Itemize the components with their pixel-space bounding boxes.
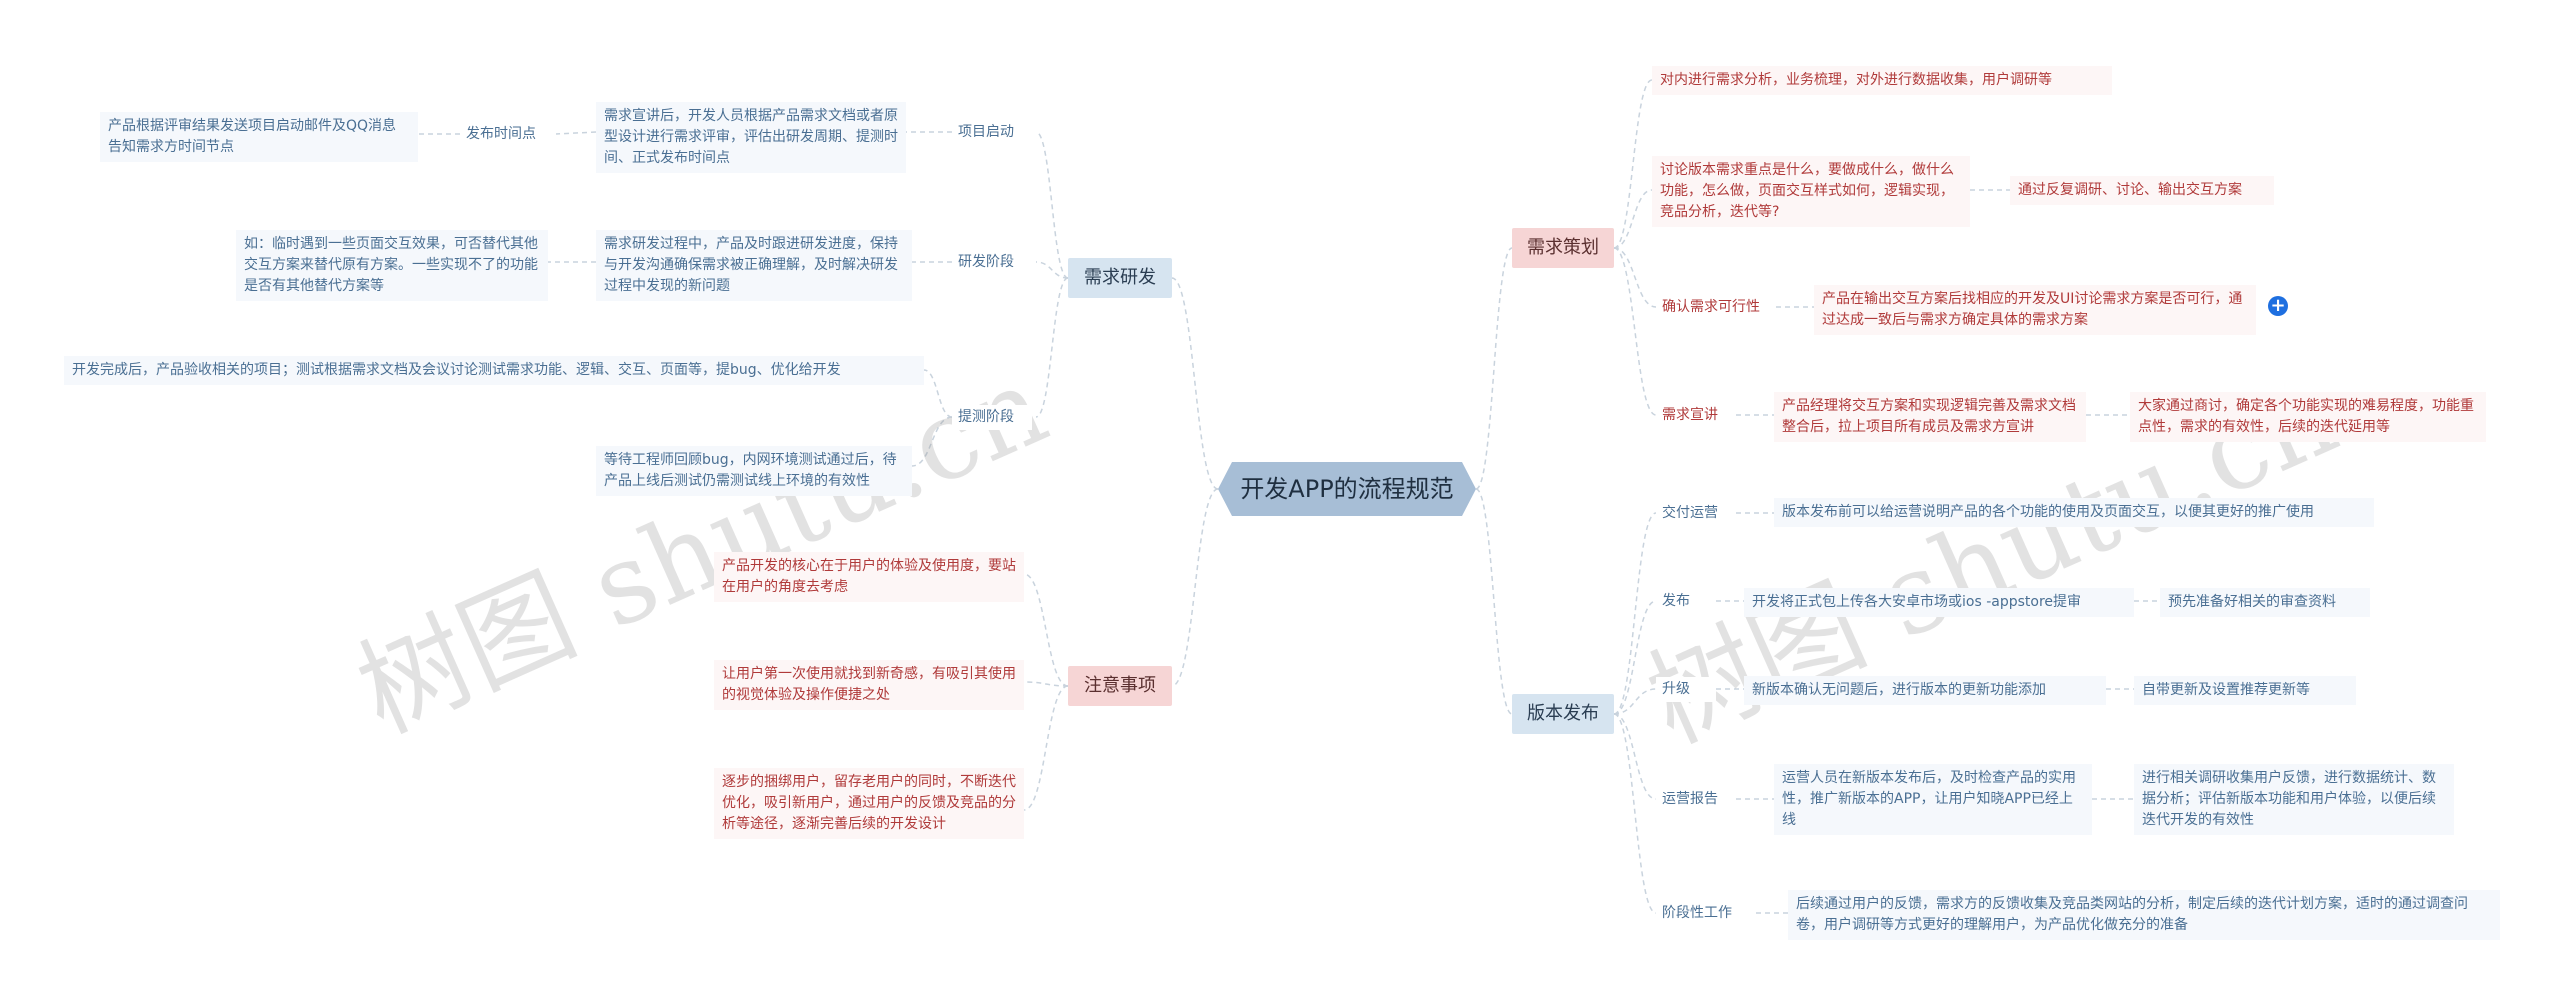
connector [1035, 277, 1069, 418]
text-dev-stage-desc: 需求研发过程中，产品及时跟进研发进度，保持与开发沟通确保需求被正确理解，及时解决… [596, 230, 912, 301]
text-ops-report-followup: 进行相关调研收集用户反馈，进行数据统计、数据分析；评估新版本功能和用户体验，以便… [2134, 764, 2454, 835]
connector [911, 416, 953, 467]
text-kickoff-desc: 需求宣讲后，开发人员根据产品需求文档或者原型设计进行需求评审，评估出研发周期、提… [596, 102, 906, 173]
label-upgrade[interactable]: 升级 [1656, 677, 1716, 702]
label-phase-work[interactable]: 阶段性工作 [1656, 901, 1756, 926]
connector [1613, 189, 1653, 249]
text-release-time-desc: 产品根据评审结果发送项目启动邮件及QQ消息告知需求方时间节点 [100, 112, 418, 162]
connector [1171, 277, 1219, 490]
text-feasibility: 产品在输出交互方案后找相应的开发及UI讨论需求方案是否可行，通过达成一致后与需求… [1814, 285, 2256, 335]
root-topic[interactable]: 开发APP的流程规范 [1218, 462, 1476, 516]
connector [555, 131, 597, 135]
expand-plus-icon[interactable]: + [2268, 296, 2288, 316]
connector [1613, 713, 1657, 800]
text-upgrade-auto: 自带更新及设置推荐更新等 [2134, 676, 2356, 705]
label-briefing[interactable]: 需求宣讲 [1656, 403, 1736, 428]
connector [1035, 131, 1069, 279]
connector [1613, 247, 1657, 416]
connector [1613, 79, 1653, 249]
topic-notes[interactable]: 注意事项 [1068, 666, 1172, 706]
label-release-time[interactable]: 发布时间点 [460, 122, 556, 147]
text-note-2: 让用户第一次使用就找到新奇感，有吸引其使用的视觉体验及操作便捷之处 [714, 660, 1024, 710]
text-discuss-focus: 讨论版本需求重点是什么，要做成什么，做什么功能，怎么做，页面交互样式如何，逻辑实… [1652, 156, 1970, 227]
label-publish[interactable]: 发布 [1656, 589, 1716, 614]
text-upgrade: 新版本确认无问题后，进行版本的更新功能添加 [1744, 676, 2106, 705]
connector [1475, 488, 1513, 715]
text-briefing-result: 大家通过商讨，确定各个功能实现的难易程度，功能重点性，需求的有效性，后续的迭代延… [2130, 392, 2486, 442]
text-internal-analysis: 对内进行需求分析，业务梳理，对外进行数据收集，用户调研等 [1652, 66, 2112, 95]
label-feasibility[interactable]: 确认需求可行性 [1656, 295, 1776, 320]
connector [1613, 713, 1657, 914]
text-publish-prep: 预先准备好相关的审查资料 [2160, 588, 2370, 617]
topic-requirement-dev[interactable]: 需求研发 [1068, 258, 1172, 298]
connector [1613, 247, 1657, 308]
text-phase-work: 后续通过用户的反馈，需求方的反馈收集及竞品类网站的分析，制定后续的迭代计划方案，… [1788, 890, 2500, 940]
label-dev-stage[interactable]: 研发阶段 [952, 250, 1032, 275]
text-publish: 开发将正式包上传各大安卓市场或ios -appstore提审 [1744, 588, 2134, 617]
topic-version-release[interactable]: 版本发布 [1512, 694, 1614, 734]
connector [1475, 247, 1513, 490]
connector [1171, 488, 1219, 687]
label-handover[interactable]: 交付运营 [1656, 501, 1736, 526]
topic-requirement-planning[interactable]: 需求策划 [1512, 228, 1614, 268]
text-ops-report: 运营人员在新版本发布后，及时检查产品的实用性，推广新版本的APP，让用户知晓AP… [1774, 764, 2092, 835]
text-test-stage-desc2: 等待工程师回顾bug，内网环境测试通过后，待产品上线后测试仍需测试线上环境的有效… [596, 446, 912, 496]
text-briefing: 产品经理将交互方案和实现逻辑完善及需求文档整合后，拉上项目所有成员及需求方宣讲 [1774, 392, 2086, 442]
text-discuss-output: 通过反复调研、讨论、输出交互方案 [2010, 176, 2274, 205]
text-note-1: 产品开发的核心在于用户的体验及使用度，要站在用户的角度去考虑 [714, 552, 1024, 602]
label-ops-report[interactable]: 运营报告 [1656, 787, 1736, 812]
label-project-kickoff[interactable]: 项目启动 [952, 120, 1032, 145]
text-note-3: 逐步的捆绑用户，留存老用户的同时，不断迭代优化，吸引新用户，通过用户的反馈及竞品… [714, 768, 1024, 839]
text-dev-stage-example: 如：临时遇到一些页面交互效果，可否替代其他交互方案来替代原有方案。一些实现不了的… [236, 230, 548, 301]
connector [1023, 685, 1069, 811]
text-handover: 版本发布前可以给运营说明产品的各个功能的使用及页面交互，以便其更好的推广使用 [1774, 498, 2374, 527]
text-test-stage-desc1: 开发完成后，产品验收相关的项目；测试根据需求文档及会议讨论测试需求功能、逻辑、交… [64, 356, 924, 385]
label-test-stage[interactable]: 提测阶段 [952, 405, 1032, 430]
connector [1613, 688, 1657, 715]
connector [1613, 512, 1657, 715]
connector [923, 369, 953, 418]
connector [1023, 573, 1069, 687]
connector [1023, 681, 1069, 687]
connector [1035, 261, 1069, 279]
